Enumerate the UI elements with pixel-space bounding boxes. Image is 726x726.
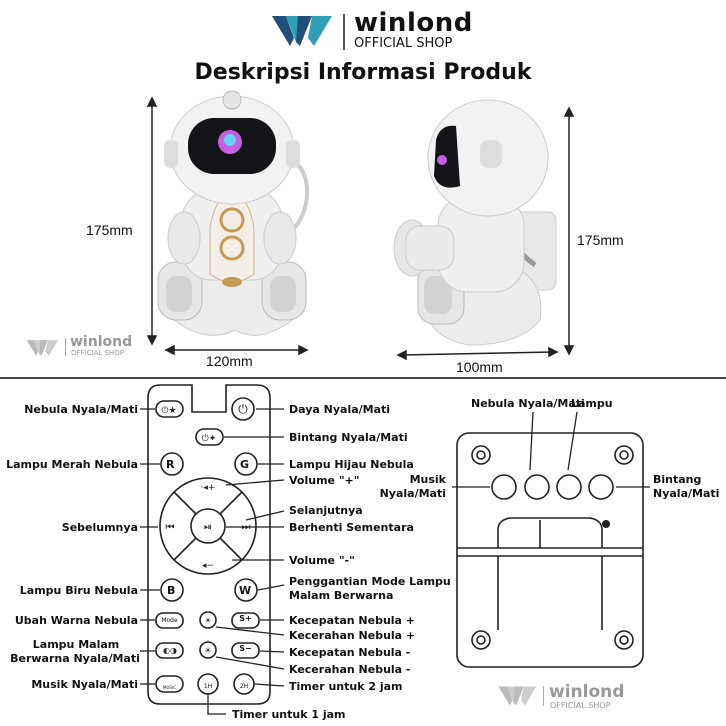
watermark-divider-bottom — [543, 686, 544, 706]
label-mode-2: Malam Berwarna — [289, 589, 394, 602]
green-button[interactable]: G — [240, 458, 250, 471]
label-nebula-color: Ubah Warna Nebula — [14, 614, 138, 627]
base-panel-drawing — [456, 432, 644, 668]
section-divider — [0, 377, 726, 379]
svg-text:·◂+: ·◂+ — [201, 483, 216, 493]
product-illustrations — [146, 90, 575, 361]
watermark-divider — [65, 338, 66, 356]
svg-text:◂−: ◂− — [202, 561, 214, 571]
front-height-line — [146, 96, 158, 346]
side-height-label: 175mm — [577, 232, 624, 248]
base-label-music-2: Nyala/Mati — [379, 487, 446, 500]
timer-1h-button[interactable]: 1H — [203, 683, 213, 690]
label-bright-up: Kecerahan Nebula + — [289, 629, 416, 642]
base-label-star-1: Bintang — [653, 473, 702, 486]
watermark-sub: OFFICIAL SHOP — [71, 349, 124, 357]
svg-text:☀: ☀ — [204, 616, 211, 625]
speed-down-button[interactable]: S− — [239, 644, 252, 653]
music-button[interactable]: MUSIC — [163, 685, 176, 690]
label-night-light-1: Lampu Malam — [32, 638, 120, 651]
side-height-line — [563, 106, 575, 356]
front-height-label: 175mm — [86, 222, 133, 238]
brand-name: winlond — [354, 8, 473, 38]
red-button[interactable]: R — [166, 458, 175, 471]
label-mode-1: Penggantian Mode Lampu — [289, 575, 451, 588]
label-star-power: Bintang Nyala/Mati — [289, 431, 408, 444]
label-red-nebula: Lampu Merah Nebula — [6, 458, 138, 471]
timer-2h-button[interactable]: 2H — [239, 683, 249, 690]
blue-button[interactable]: B — [167, 584, 176, 597]
base-label-nebula: Nebula Nyala/Mati — [471, 397, 585, 410]
brand-divider — [343, 14, 345, 50]
astronaut-front-image — [157, 90, 310, 336]
svg-text:⏻✦: ⏻✦ — [202, 433, 217, 444]
svg-text:⏮: ⏮ — [166, 522, 175, 533]
label-night-light-2: Berwarna Nyala/Mati — [10, 652, 140, 665]
label-blue-nebula: Lampu Biru Nebula — [19, 584, 138, 597]
speed-up-button[interactable]: S+ — [239, 614, 252, 623]
remote-diagram: ⏻ ⏻★ ⏻✦ ·◂+ ◂− ⏮ ⏭ ⏯ ☀ ☀ ◐◑ — [140, 384, 650, 715]
svg-text:⏻★: ⏻★ — [161, 405, 176, 416]
label-music-power: Musik Nyala/Mati — [31, 678, 138, 691]
watermark-name-bottom: winlond — [549, 682, 625, 702]
side-width-line — [396, 346, 559, 361]
svg-text:☀: ☀ — [204, 646, 211, 655]
white-button[interactable]: W — [239, 584, 252, 597]
svg-text:◐◑: ◐◑ — [163, 646, 177, 655]
watermark-logo — [26, 340, 59, 356]
watermark-sub-bottom: OFFICIAL SHOP — [550, 701, 611, 710]
watermark-logo-bottom — [498, 686, 537, 706]
base-label-music-1: Musik — [409, 473, 446, 486]
astronaut-side-image — [393, 99, 557, 346]
label-power: Daya Nyala/Mati — [289, 403, 391, 416]
label-next: Selanjutnya — [289, 504, 363, 517]
brand-subtitle: OFFICIAL SHOP — [354, 36, 453, 51]
svg-text:⏯: ⏯ — [204, 522, 212, 533]
label-previous: Sebelumnya — [61, 521, 138, 534]
page-title: Deskripsi Informasi Produk — [194, 60, 532, 85]
side-width-label: 100mm — [456, 359, 503, 375]
base-label-lamp: Lampu — [571, 397, 613, 410]
label-timer-2h: Timer untuk 2 jam — [289, 680, 403, 693]
label-volume-up: Volume "+" — [289, 474, 360, 487]
watermark-name: winlond — [70, 334, 133, 350]
label-bright-down: Kecerahan Nebula - — [289, 663, 411, 676]
mode-button[interactable]: Mode — [161, 617, 178, 624]
label-green-nebula: Lampu Hijau Nebula — [289, 458, 414, 471]
front-width-line — [164, 344, 309, 356]
front-width-label: 120mm — [206, 353, 253, 369]
label-speed-up: Kecepatan Nebula + — [289, 614, 416, 627]
brand-logo — [272, 12, 334, 50]
label-speed-down: Kecepatan Nebula - — [289, 646, 411, 659]
svg-text:⏻: ⏻ — [238, 402, 248, 416]
label-pause: Berhenti Sementara — [289, 521, 414, 534]
label-timer-1h: Timer untuk 1 jam — [232, 708, 346, 721]
label-volume-down: Volume "-" — [289, 554, 355, 567]
label-nebula-power: Nebula Nyala/Mati — [24, 403, 138, 416]
base-label-star-2: Nyala/Mati — [653, 487, 720, 500]
